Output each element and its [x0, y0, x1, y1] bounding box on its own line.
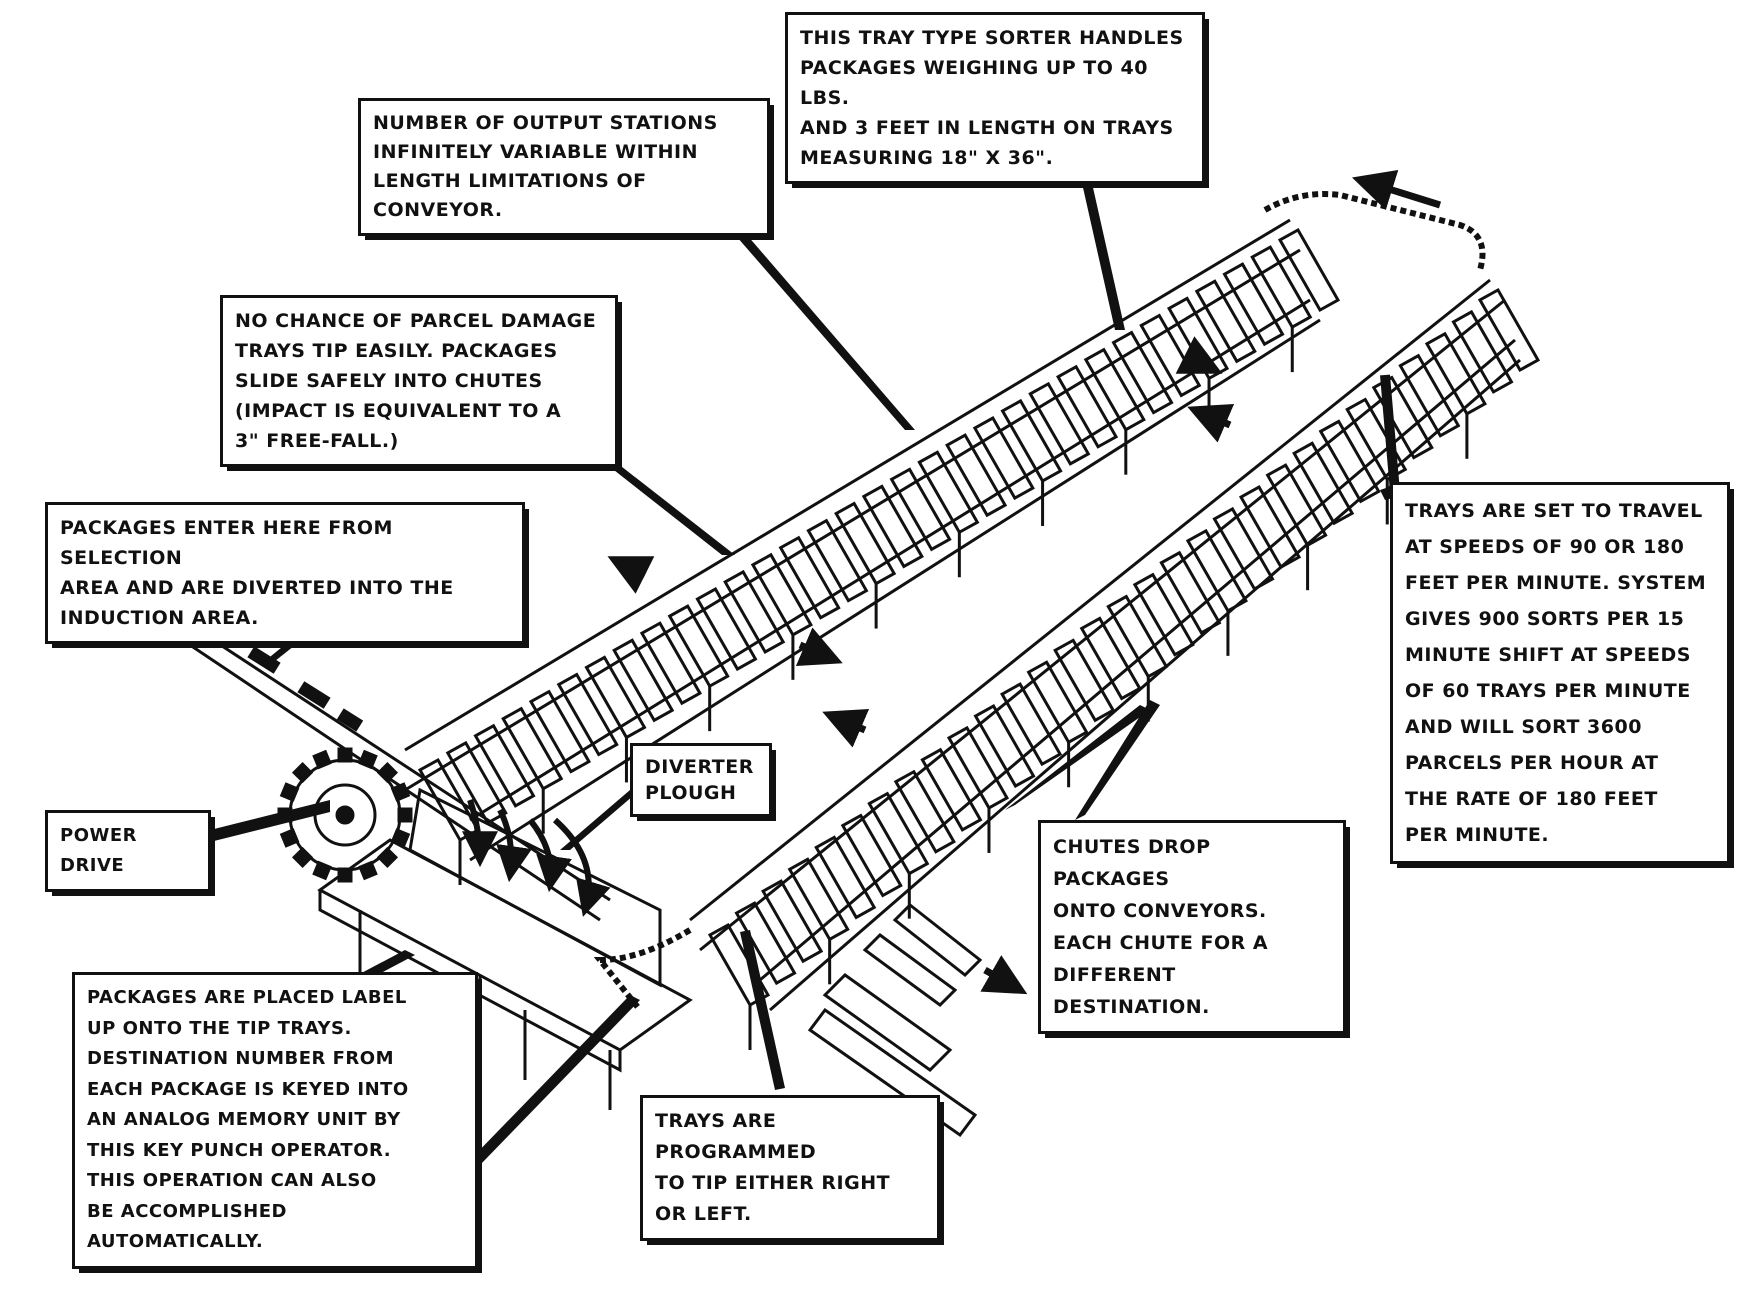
- tray: [920, 747, 983, 832]
- tray: [1132, 572, 1195, 657]
- tray: [814, 835, 877, 920]
- tray: [1477, 287, 1541, 373]
- tray: [973, 704, 1036, 789]
- tray: [1028, 381, 1091, 466]
- tray: [1026, 660, 1089, 745]
- parcel-damage-callout: NO CHANCE OF PARCEL DAMAGE TRAYS TIP EAS…: [220, 295, 622, 471]
- tray: [893, 769, 956, 854]
- trays-programmed-callout: TRAYS ARE PROGRAMMED TO TIP EITHER RIGHT…: [640, 1095, 944, 1245]
- return-loop-bottom: [593, 927, 692, 1012]
- tray: [612, 638, 675, 723]
- tray: [1212, 506, 1275, 591]
- packages-placed-callout: PACKAGES ARE PLACED LABEL UP ONTO THE TI…: [72, 972, 482, 1272]
- tray: [417, 757, 481, 843]
- sprocket-tooth: [390, 782, 411, 802]
- tray: [889, 467, 952, 552]
- tray: [707, 922, 771, 1008]
- tray: [445, 740, 508, 825]
- tray: [639, 621, 702, 706]
- trays-speed-callout: TRAYS ARE SET TO TRAVEL AT SPEEDS OF 90 …: [1390, 482, 1734, 868]
- tray: [806, 518, 869, 603]
- tray: [1398, 353, 1461, 438]
- sprocket-tooth: [312, 860, 332, 881]
- tray: [1083, 347, 1146, 432]
- tray: [946, 725, 1010, 810]
- tray: [1111, 330, 1174, 415]
- tray: [787, 857, 850, 942]
- tray: [1159, 550, 1222, 635]
- left-conveyor: [404, 218, 1341, 885]
- tray: [556, 672, 619, 757]
- sprocket-tooth: [358, 749, 378, 770]
- travel-arrows: [607, 169, 1442, 995]
- speed-leader: [1380, 374, 1400, 493]
- tray: [1106, 594, 1169, 679]
- sprocket-tooth: [291, 761, 314, 784]
- tray: [734, 901, 797, 986]
- tray: [1451, 309, 1514, 394]
- tray: [1277, 227, 1341, 313]
- tray: [834, 501, 897, 586]
- sprocket-tooth: [337, 867, 353, 883]
- sprocket-tooth: [376, 846, 399, 869]
- tray: [723, 569, 786, 654]
- tray: [917, 450, 980, 535]
- tray: [695, 587, 758, 672]
- output-stations-callout: NUMBER OF OUTPUT STATIONS INFINITELY VAR…: [358, 98, 774, 240]
- diverter-plough-callout: DIVERTER PLOUGH: [630, 743, 776, 821]
- tray: [1318, 419, 1381, 504]
- tray: [473, 723, 536, 808]
- tray: [1250, 245, 1313, 330]
- divert-arrows: [461, 799, 611, 917]
- chutes-drop-callout: CHUTES DROP PACKAGES ONTO CONVEYORS. EAC…: [1038, 820, 1350, 1038]
- sprocket-tooth: [291, 846, 314, 869]
- tray: [750, 552, 813, 637]
- tray: [1345, 397, 1408, 482]
- tray: [1056, 364, 1119, 449]
- tray: [1139, 313, 1202, 398]
- sprocket-tooth: [279, 828, 300, 848]
- sprocket-tooth: [376, 761, 399, 784]
- tray: [1265, 463, 1328, 548]
- right-conveyor: [689, 278, 1541, 1050]
- tray: [501, 706, 564, 791]
- power-drive-callout: POWER DRIVE: [45, 810, 215, 896]
- tray: [667, 604, 730, 689]
- tray-sorter-callout: THIS TRAY TYPE SORTER HANDLES PACKAGES W…: [785, 12, 1209, 188]
- tray: [1238, 485, 1302, 570]
- sprocket-tooth: [337, 747, 353, 763]
- tray: [1292, 441, 1355, 526]
- tray: [1000, 398, 1063, 483]
- tray: [1194, 279, 1257, 364]
- tray: [1053, 638, 1116, 723]
- tray: [1424, 331, 1487, 416]
- packages-enter-callout: PACKAGES ENTER HERE FROM SELECTION AREA …: [45, 502, 529, 648]
- tray: [972, 416, 1035, 501]
- tray: [840, 813, 903, 898]
- tray: [1000, 682, 1063, 767]
- sprocket-tooth: [397, 807, 413, 823]
- tray: [1079, 616, 1142, 701]
- tray: [945, 433, 1008, 518]
- tray: [867, 791, 930, 876]
- output-conveyors: [807, 902, 983, 1138]
- sprocket-tooth: [312, 749, 332, 770]
- tray: [861, 484, 924, 569]
- return-chain: [1263, 191, 1486, 271]
- sprocket-tooth: [279, 782, 300, 802]
- tray: [584, 655, 647, 740]
- sprocket-tooth: [390, 828, 411, 848]
- leader-lines: [210, 152, 1405, 1165]
- tray: [528, 689, 592, 774]
- tray: [1222, 262, 1285, 347]
- tray: [778, 535, 841, 620]
- tray: [1185, 528, 1248, 613]
- tray: [761, 879, 824, 964]
- sprocket-tooth: [358, 860, 378, 881]
